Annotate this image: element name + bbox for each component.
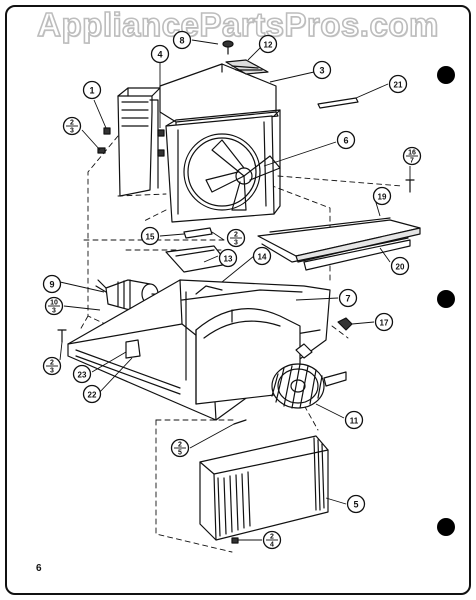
callout-label: 2	[50, 360, 54, 367]
callout-label: 5	[353, 499, 358, 509]
callout-label: 2	[70, 120, 74, 127]
callout-label: 19	[378, 192, 387, 201]
callout-2-4: 24	[262, 530, 282, 550]
punch-hole	[437, 290, 455, 308]
punch-hole	[437, 66, 455, 84]
callout-circle	[150, 44, 170, 64]
callout-label: 7	[345, 293, 350, 303]
callout-2-3: 23	[226, 228, 246, 248]
callout-15: 15	[140, 226, 160, 246]
blower-wheel-11	[271, 363, 325, 409]
callout-9: 9	[42, 274, 62, 294]
callout-2-5: 25	[170, 438, 190, 458]
callout-label: 23	[78, 370, 87, 379]
callout-6: 6	[336, 130, 356, 150]
callout-7: 7	[338, 288, 358, 308]
callout-4: 4	[150, 44, 170, 64]
callout-circle	[338, 288, 358, 308]
callout-circle	[336, 130, 356, 150]
callout-19: 19	[372, 186, 392, 206]
top-small-parts	[97, 40, 415, 193]
callout-sublabel: 5	[178, 450, 182, 457]
callout-sublabel: 4	[270, 542, 274, 549]
callout-20: 20	[390, 256, 410, 276]
fan-grille-frame-6	[165, 109, 281, 223]
callout-label: 21	[394, 80, 403, 89]
callout-label: 2	[270, 534, 274, 541]
callout-label: 16	[408, 150, 416, 157]
callout-label: 3	[319, 65, 324, 75]
top-housing-3	[159, 59, 279, 127]
callout-circle	[140, 226, 160, 246]
callout-circle	[388, 74, 408, 94]
callout-circle	[372, 186, 392, 206]
callout-circle	[218, 248, 238, 268]
side-panel-1	[117, 87, 161, 197]
callout-circle	[42, 274, 62, 294]
callout-sublabel: 3	[52, 308, 56, 315]
punch-hole	[437, 518, 455, 536]
callout-label: 13	[224, 254, 233, 263]
callout-label: 11	[350, 416, 359, 425]
callout-1: 1	[82, 80, 102, 100]
callout-3: 3	[312, 60, 332, 80]
callout-22: 22	[82, 384, 102, 404]
callout-17: 17	[374, 312, 394, 332]
callout-label: 14	[258, 252, 267, 261]
callout-circle	[172, 30, 192, 50]
callout-14: 14	[252, 246, 272, 266]
callout-label: 2	[178, 442, 182, 449]
callout-circle	[82, 80, 102, 100]
callout-sublabel: 7	[410, 158, 414, 165]
callout-12: 12	[258, 34, 278, 54]
leader-lines	[59, 39, 411, 541]
callout-10-3: 103	[44, 296, 64, 316]
callout-2-3: 23	[42, 356, 62, 376]
callout-label: 20	[396, 262, 405, 271]
callout-label: 10	[50, 300, 58, 307]
callout-circle	[258, 34, 278, 54]
callout-2-3: 23	[62, 116, 82, 136]
callout-5: 5	[346, 494, 366, 514]
callout-circle	[346, 494, 366, 514]
callout-8: 8	[172, 30, 192, 50]
callout-16-7: 167	[402, 146, 422, 166]
callout-sublabel: 3	[70, 128, 74, 135]
callout-circle	[344, 410, 364, 430]
callout-13: 13	[218, 248, 238, 268]
callout-label: 9	[49, 279, 54, 289]
callout-circle	[82, 384, 102, 404]
lower-cabinet-5	[199, 435, 329, 544]
callout-23: 23	[72, 364, 92, 384]
callout-label: 1	[89, 85, 94, 95]
callout-label: 6	[343, 135, 348, 145]
callout-sublabel: 3	[234, 240, 238, 247]
callout-label: 12	[264, 40, 273, 49]
callout-21: 21	[388, 74, 408, 94]
filter-plates-19-20	[257, 217, 421, 271]
callout-label: 2	[234, 232, 238, 239]
callout-circle	[312, 60, 332, 80]
callout-label: 17	[380, 318, 389, 327]
callout-circle	[390, 256, 410, 276]
callout-sublabel: 3	[50, 368, 54, 375]
callout-label: 22	[88, 390, 97, 399]
page-number: 6	[36, 563, 42, 574]
callout-label: 15	[146, 232, 155, 241]
callout-circle	[374, 312, 394, 332]
callout-circle	[252, 246, 272, 266]
callout-circle	[72, 364, 92, 384]
callout-label: 8	[179, 35, 184, 45]
callout-11: 11	[344, 410, 364, 430]
callout-label: 4	[157, 49, 162, 59]
bracket-15-13	[165, 227, 229, 273]
